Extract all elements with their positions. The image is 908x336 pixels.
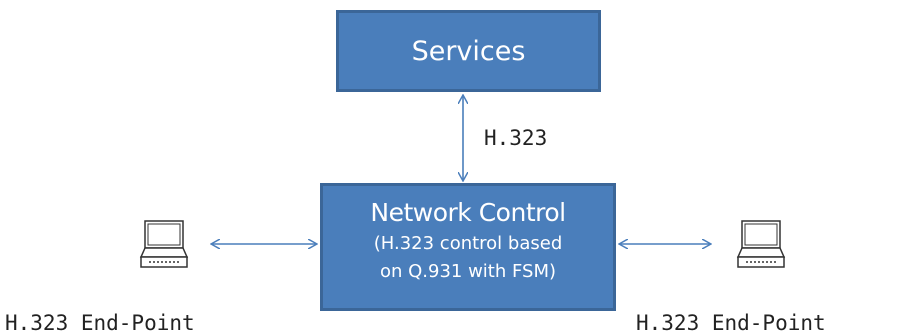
network-control-line1: (H.323 control based <box>373 233 563 254</box>
computer-icon <box>139 220 189 268</box>
network-control-box: Network Control (H.323 control based on … <box>320 183 616 311</box>
network-control-line2: on Q.931 with FSM) <box>379 261 557 282</box>
endpoint-label-left: H.323 End-Point <box>5 311 195 335</box>
endpoint-label-right: H.323 End-Point <box>636 311 826 335</box>
network-control-title: Network Control <box>370 198 566 227</box>
computer-icon <box>736 220 786 268</box>
services-label: Services <box>411 35 526 67</box>
services-box: Services <box>336 10 601 92</box>
link-protocol-label: H.323 <box>484 126 548 150</box>
